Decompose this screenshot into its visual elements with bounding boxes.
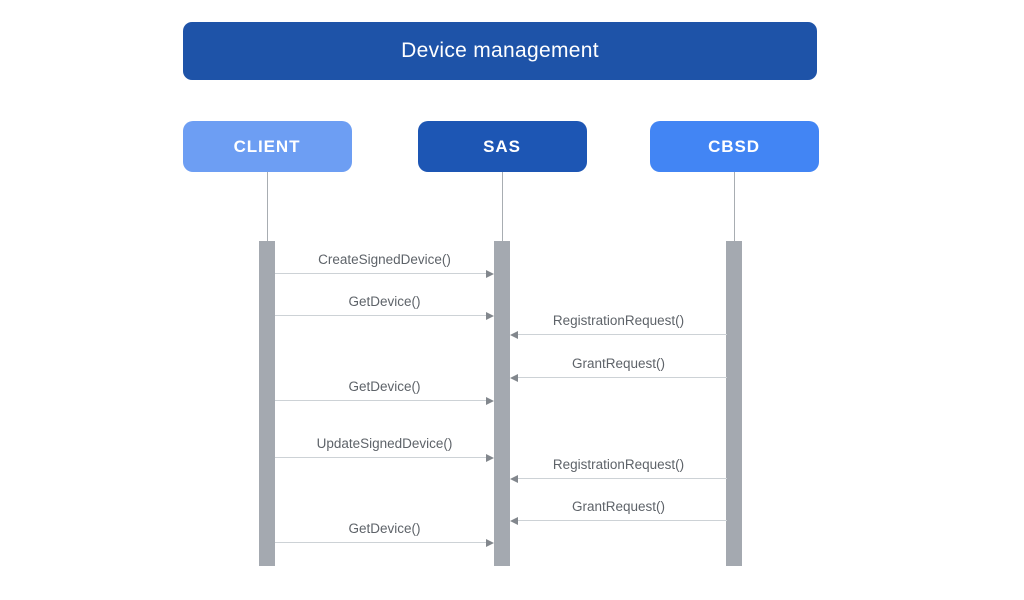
arrowhead-icon <box>510 516 518 525</box>
lifeline-client <box>266 172 268 241</box>
lifeline-sas <box>501 172 503 241</box>
arrowhead-icon <box>486 453 494 462</box>
message-label: RegistrationRequest() <box>552 457 685 472</box>
message-line <box>516 519 727 521</box>
arrowhead-icon <box>510 373 518 382</box>
message-line <box>516 333 727 335</box>
message-label: GrantRequest() <box>571 499 666 514</box>
activation-bar-cbsd <box>726 241 742 566</box>
message-line <box>275 314 488 316</box>
message-label: RegistrationRequest() <box>552 313 685 328</box>
actor-sas: SAS <box>417 121 587 172</box>
message-label: UpdateSignedDevice() <box>316 436 453 451</box>
message-1-client-to-sas: CreateSignedDevice() <box>275 248 494 278</box>
message-4-cbsd-to-sas: GrantRequest() <box>510 352 727 382</box>
message-label: GrantRequest() <box>571 356 666 371</box>
actor-client: CLIENT <box>182 121 352 172</box>
message-line <box>275 272 488 274</box>
actor-label-sas: SAS <box>483 136 521 156</box>
message-7-cbsd-to-sas: RegistrationRequest() <box>510 453 727 483</box>
message-6-client-to-sas: UpdateSignedDevice() <box>275 432 494 462</box>
message-line <box>275 399 488 401</box>
message-8-cbsd-to-sas: GrantRequest() <box>510 495 727 525</box>
message-label: GetDevice() <box>348 294 421 309</box>
message-line <box>275 456 488 458</box>
message-label: GetDevice() <box>348 521 421 536</box>
actor-cbsd: CBSD <box>649 121 819 172</box>
message-line <box>516 376 727 378</box>
diagram-title-text: Device management <box>401 39 599 62</box>
activation-bar-client <box>259 241 275 566</box>
diagram-title: Device management <box>183 22 817 80</box>
activation-bar-sas <box>494 241 510 566</box>
message-2-client-to-sas: GetDevice() <box>275 290 494 320</box>
message-label: GetDevice() <box>348 379 421 394</box>
lifeline-cbsd <box>733 172 735 241</box>
message-line <box>516 477 727 479</box>
arrowhead-icon <box>486 396 494 405</box>
message-5-client-to-sas: GetDevice() <box>275 375 494 405</box>
arrowhead-icon <box>510 474 518 483</box>
message-line <box>275 541 488 543</box>
arrowhead-icon <box>510 330 518 339</box>
message-label: CreateSignedDevice() <box>318 252 451 267</box>
message-3-cbsd-to-sas: RegistrationRequest() <box>510 309 727 339</box>
arrowhead-icon <box>486 538 494 547</box>
arrowhead-icon <box>486 311 494 320</box>
actor-label-cbsd: CBSD <box>708 136 760 156</box>
actor-label-client: CLIENT <box>233 136 301 156</box>
message-9-client-to-sas: GetDevice() <box>275 517 494 547</box>
arrowhead-icon <box>486 269 494 278</box>
